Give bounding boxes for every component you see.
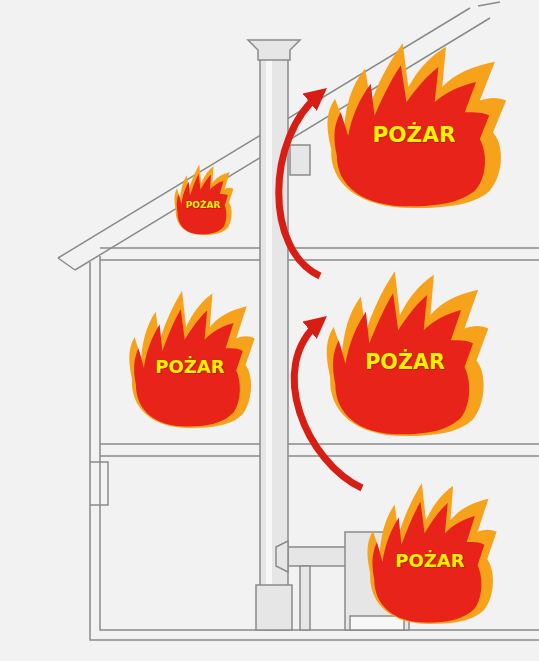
fire-flame: POŻAR [320,40,508,208]
fire-spread-arrow [279,94,320,276]
flame-shape [172,163,234,235]
fire-flame: POŻAR [172,163,234,235]
fire-flame: POŻAR [320,268,490,436]
fire-label: POŻAR [320,350,490,374]
fire-label: POŻAR [320,122,508,147]
fire-label: POŻAR [362,550,498,571]
fire-flame: POŻAR [362,480,498,624]
fire-flame: POŻAR [124,288,256,428]
fire-label: POŻAR [172,200,234,210]
fire-label: POŻAR [124,356,256,377]
